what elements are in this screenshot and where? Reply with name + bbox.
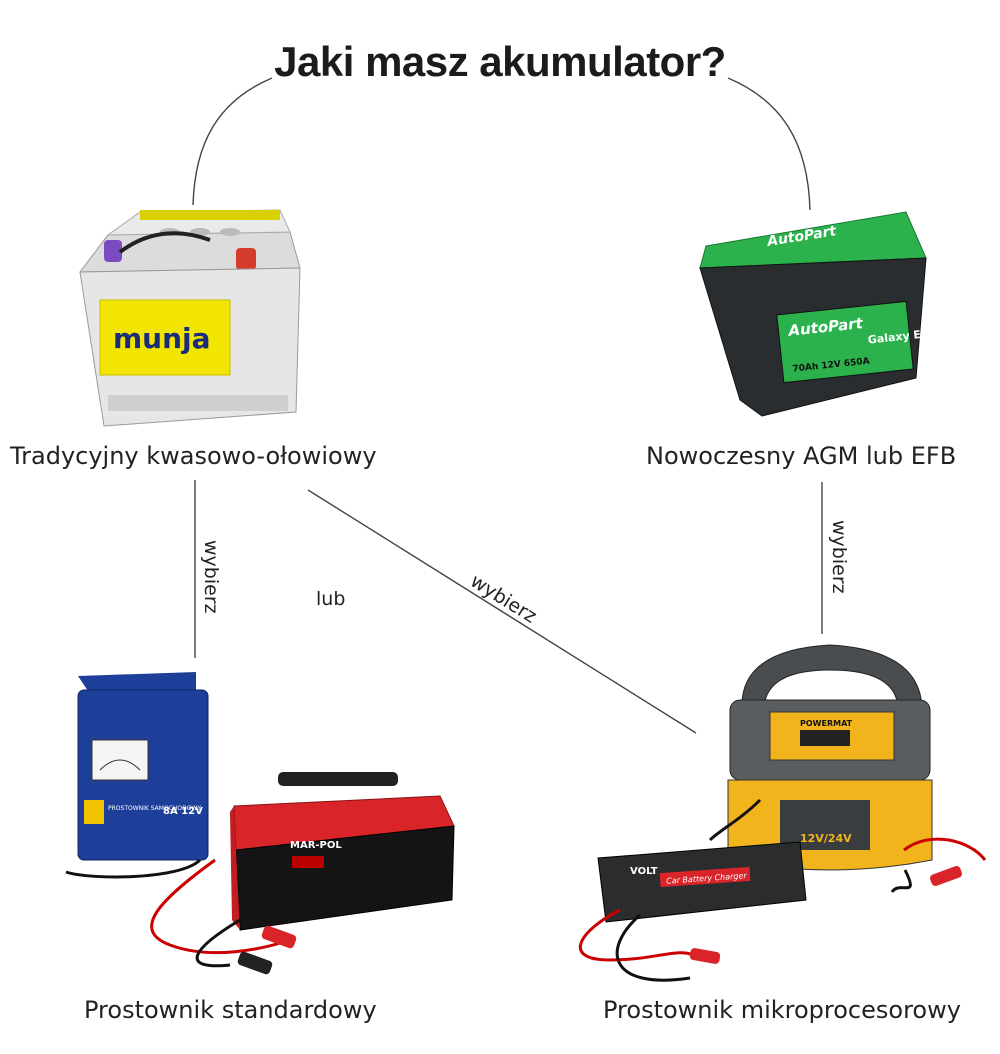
curve-to-lead-acid	[192, 77, 273, 206]
munja-logo-text: munja	[113, 322, 211, 355]
powermat-text: POWERMAT	[800, 719, 853, 728]
standard-charger-label: Prostownik standardowy	[84, 996, 377, 1024]
diagram-title: Jaki masz akumulator?	[274, 38, 726, 85]
volt-text: VOLT	[630, 866, 658, 877]
micro-charger-label: Prostownik mikroprocesorowy	[603, 996, 961, 1024]
blue-charger-text: PROSTOWNIK SAMOCHODOWY	[108, 805, 201, 812]
powermat-rating: 12V/24V	[800, 832, 852, 845]
edge-label-lub: lub	[316, 588, 346, 610]
agm-efb-label: Nowoczesny AGM lub EFB	[646, 442, 957, 470]
lead-acid-label: Tradycyjny kwasowo-ołowiowy	[10, 442, 377, 470]
blue-charger-rating: 8A 12V	[163, 806, 203, 817]
curve-to-agm	[727, 77, 811, 211]
marpol-text: MAR-POL	[290, 840, 342, 851]
line-diagonal	[307, 489, 697, 734]
